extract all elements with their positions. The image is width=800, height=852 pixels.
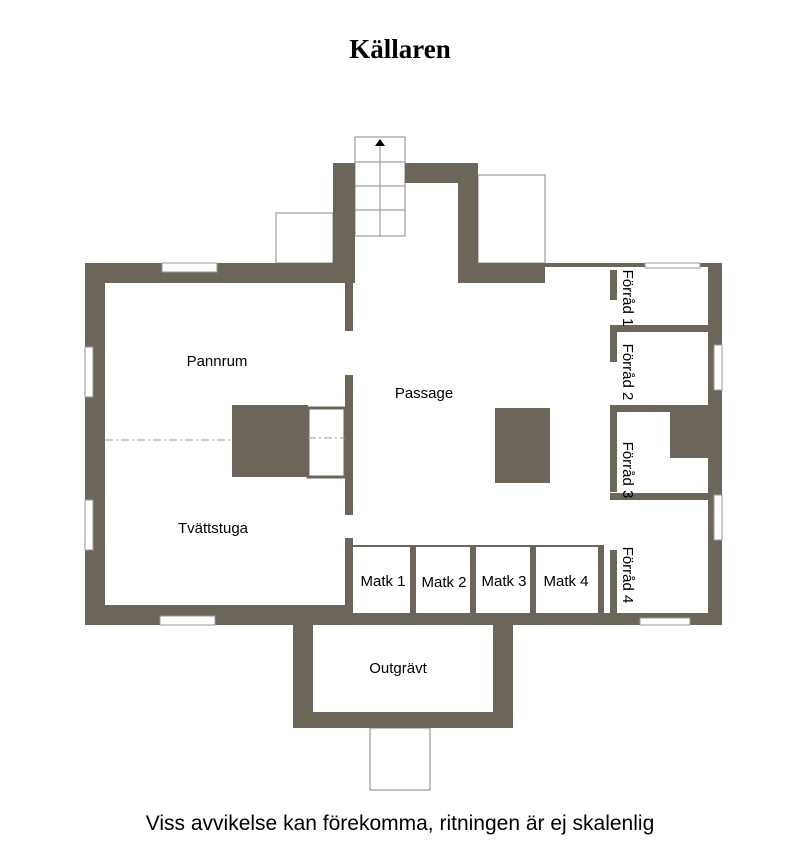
room-label-pannrum: Pannrum (187, 353, 248, 370)
room-label-matk-3: Matk 3 (481, 573, 526, 590)
room-label-forrad-2: Förråd 2 (619, 344, 636, 401)
staircase (354, 136, 406, 237)
room-label-forrad-1: Förråd 1 (619, 270, 636, 327)
room-label-outgravt: Outgrävt (369, 660, 427, 677)
room-label-forrad-3: Förråd 3 (619, 442, 636, 499)
stair-arrow-icon (375, 139, 385, 146)
room-label-matk-4: Matk 4 (543, 573, 588, 590)
outside-step-bottom (369, 727, 431, 791)
plan-title: Källaren (349, 34, 451, 64)
windows (84, 262, 723, 626)
disclaimer-text: Viss avvikelse kan förekomma, ritningen … (145, 812, 655, 835)
outside-step-left (275, 212, 334, 264)
room-label-matk-2: Matk 2 (421, 574, 466, 591)
room-label-matk-1: Matk 1 (360, 573, 405, 590)
room-label-tvattstuga: Tvättstuga (178, 520, 249, 537)
outside-step-right (477, 174, 546, 264)
room-label-forrad-4: Förråd 4 (619, 547, 636, 604)
room-label-passage: Passage (395, 385, 453, 402)
